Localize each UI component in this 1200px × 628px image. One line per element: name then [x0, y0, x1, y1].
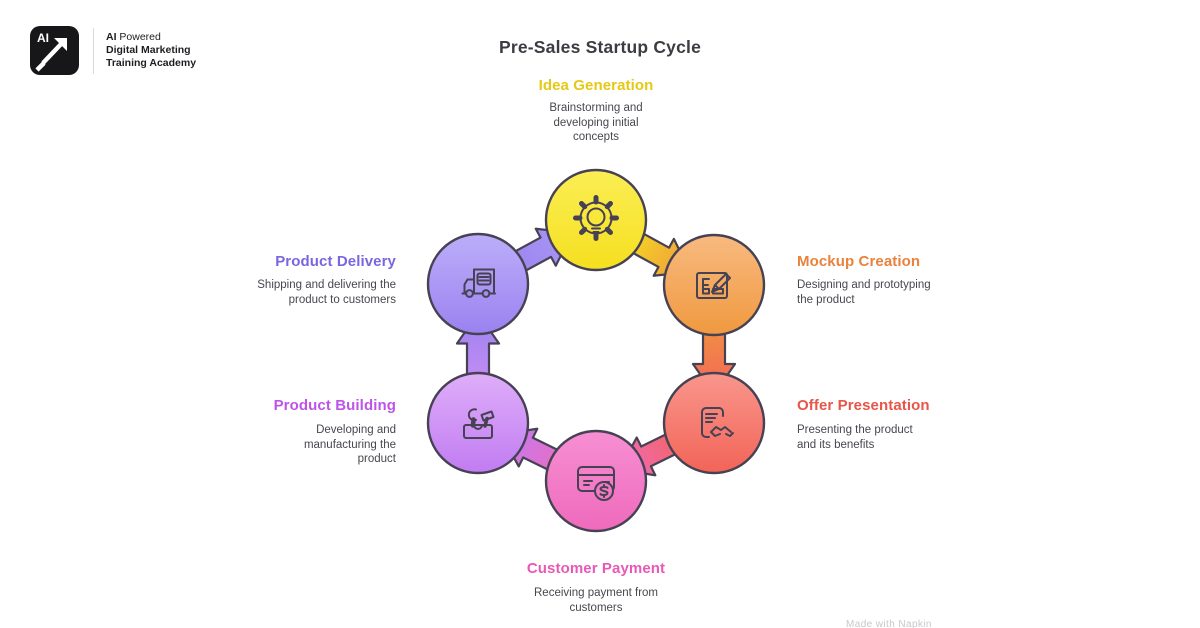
- toolbox-icon: [463, 408, 495, 439]
- stage-label-mockup-creation: Mockup Creation: [797, 253, 921, 270]
- page-title: Pre-Sales Startup Cycle: [498, 37, 702, 57]
- delivery-truck-icon: [461, 268, 496, 298]
- stage-desc-idea-generation: Brainstorming and developing initial con…: [549, 102, 643, 144]
- cycle-diagram: [426, 168, 766, 533]
- stage-desc-product-delivery: Shipping and delivering the product to c…: [257, 279, 396, 306]
- node-idea-generation: [544, 168, 648, 272]
- brand-text: AI Powered Digital Marketing Training Ac…: [106, 31, 196, 70]
- stage-label-product-building: Product Building: [273, 397, 396, 414]
- brand-line-3: Training Academy: [106, 57, 197, 69]
- logo-divider: [93, 27, 94, 74]
- stage-label-product-delivery: Product Delivery: [275, 253, 396, 270]
- stage-label-idea-generation: Idea Generation: [538, 77, 654, 94]
- stage-label-offer-presentation: Offer Presentation: [797, 397, 930, 414]
- brand-line-2: Digital Marketing: [106, 44, 191, 56]
- brand-line-1: AI Powered: [106, 31, 161, 43]
- growth-arrow-icon: [35, 38, 67, 72]
- node-product-building: [426, 371, 530, 475]
- stage-label-customer-payment: Customer Payment: [526, 560, 666, 577]
- credit-card-dollar-icon: [577, 466, 615, 501]
- node-offer-presentation: [662, 371, 766, 475]
- node-customer-payment: [544, 429, 648, 533]
- logo-mark: AI: [30, 26, 79, 75]
- watermark: Made with Napkin: [846, 619, 932, 628]
- stage-desc-product-building: Developing and manufacturing the product: [303, 424, 396, 466]
- stage-desc-offer-presentation: Presenting the product and its benefits: [797, 424, 913, 451]
- stage-desc-customer-payment: Receiving payment from customers: [534, 587, 658, 614]
- blueprint-pencil-icon: [696, 272, 731, 299]
- gear-lightbulb-icon: [573, 195, 619, 241]
- brand-logo: AI AI Powered Digital Marketing Training…: [30, 26, 196, 75]
- stage-desc-mockup-creation: Designing and prototyping the product: [797, 279, 931, 306]
- cycle-nodes: [426, 168, 766, 533]
- contract-handshake-icon: [701, 407, 734, 438]
- logo-monogram: AI: [37, 31, 49, 45]
